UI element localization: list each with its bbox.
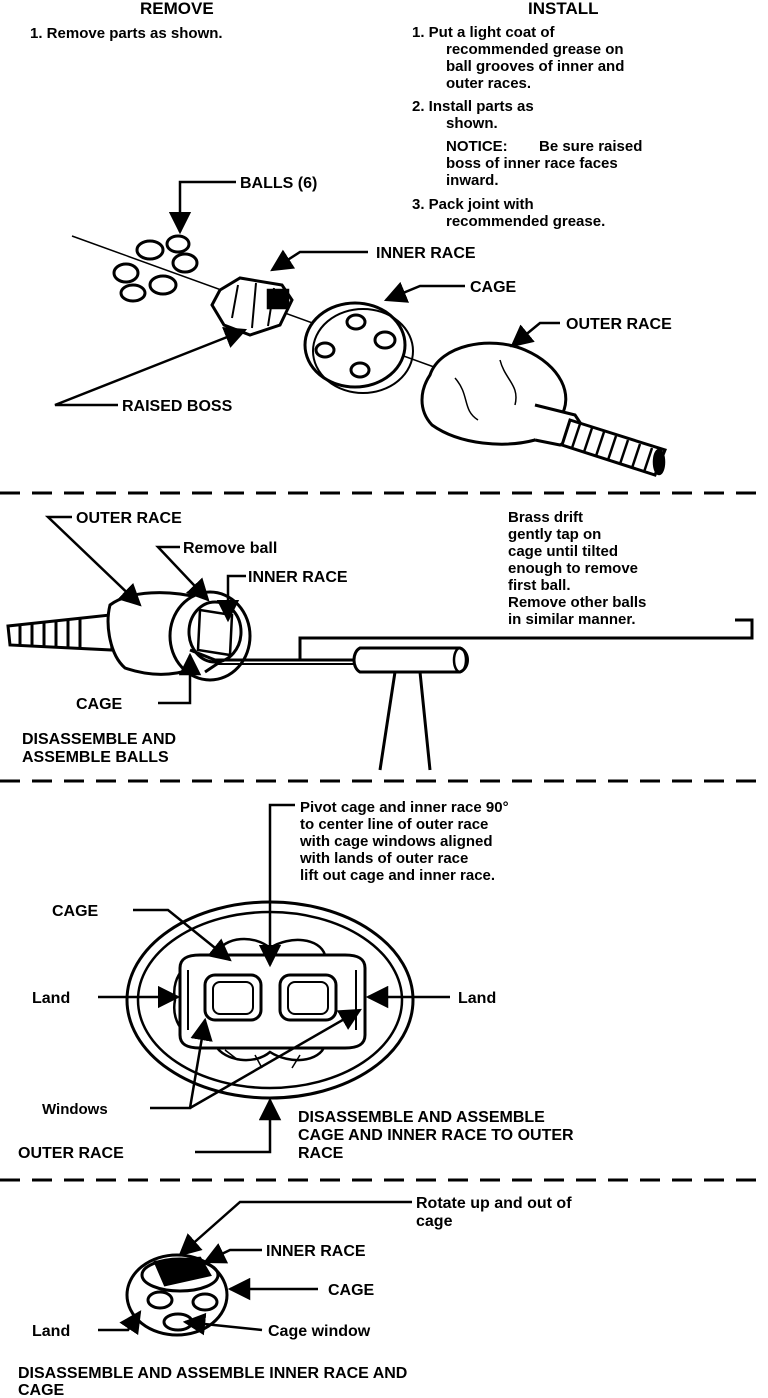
cage-illustration [303, 301, 414, 394]
section3-labels: Pivot cage and inner race 90° to center … [18, 799, 574, 1162]
cage-window [278, 973, 338, 1022]
inner-race-illustration [210, 276, 294, 337]
section3-caption-line-3: RACE [298, 1145, 344, 1162]
remove-step-1: 1. Remove parts as shown. [30, 25, 223, 42]
install-step-3-line-2: recommended grease. [446, 213, 605, 230]
section2-caption-line-1: DISASSEMBLE AND [22, 731, 176, 748]
pivot-note-line-2: to center line of outer race [300, 816, 488, 833]
section4-caption-line-2: CAGE [18, 1382, 65, 1398]
label-raised-boss: RAISED BOSS [122, 398, 233, 415]
install-column: INSTALL 1. Put a light coat of recommend… [412, 0, 642, 230]
pivot-note-line-5: lift out cage and inner race. [300, 867, 495, 884]
outer-race-illustration [420, 341, 667, 477]
section2-labels: OUTER RACE Remove ball INNER RACE CAGE B… [22, 509, 646, 766]
notice-line-3: inward. [446, 172, 499, 189]
label-windows: Windows [42, 1101, 108, 1118]
install-step-3-line-1: 3. Pack joint with [412, 196, 534, 213]
section1-labels: BALLS (6) INNER RACE CAGE OUTER RACE RAI… [122, 175, 672, 415]
label-inner-race-4: INNER RACE [266, 1243, 366, 1260]
install-step-1-line-1: 1. Put a light coat of [412, 24, 556, 41]
install-step-2-line-1: 2. Install parts as [412, 98, 534, 115]
notice-line-2: boss of inner race faces [446, 155, 618, 172]
pivot-note-line-3: with cage windows aligned [299, 833, 493, 850]
inner-race-cage-illustration [125, 1253, 229, 1337]
outer-race-end-view [125, 900, 415, 1100]
label-cage: CAGE [470, 279, 517, 296]
notice-line-1: Be sure raised [539, 138, 642, 155]
notice-keyword: NOTICE: [446, 138, 508, 155]
cage-window [203, 973, 263, 1022]
install-step-1-line-3: ball grooves of inner and [446, 58, 624, 75]
pivot-note-line-1: Pivot cage and inner race 90° [300, 799, 509, 816]
label-outer-race-3: OUTER RACE [18, 1145, 124, 1162]
label-cage-2: CAGE [76, 696, 123, 713]
brass-drift-note-line-7: in similar manner. [508, 611, 636, 628]
label-remove-ball: Remove ball [183, 540, 277, 557]
install-heading: INSTALL [528, 0, 599, 18]
section4-labels: Rotate up and out of cage INNER RACE CAG… [18, 1195, 572, 1398]
label-land-4: Land [32, 1323, 70, 1340]
pivot-note-line-4: with lands of outer race [299, 850, 468, 867]
label-outer-race: OUTER RACE [566, 316, 672, 333]
label-outer-race-2: OUTER RACE [76, 510, 182, 527]
brass-drift-note-line-4: enough to remove [508, 560, 638, 577]
brass-drift-note-line-5: first ball. [508, 577, 571, 594]
label-balls: BALLS (6) [240, 175, 317, 192]
rotate-note-line-1: Rotate up and out of [416, 1195, 572, 1212]
install-step-1-line-4: outer races. [446, 75, 531, 92]
remove-column: REMOVE 1. Remove parts as shown. [30, 0, 223, 42]
section3-leaders [98, 803, 450, 1154]
label-cage-window: Cage window [268, 1323, 371, 1340]
label-cage-3: CAGE [52, 903, 99, 920]
exploded-view [71, 234, 667, 477]
install-step-2-line-2: shown. [446, 115, 498, 132]
section4-caption-line-1: DISASSEMBLE AND ASSEMBLE INNER RACE AND [18, 1365, 407, 1382]
label-inner-race-2: INNER RACE [248, 569, 348, 586]
section3-caption-line-2: CAGE AND INNER RACE TO OUTER [298, 1127, 574, 1144]
label-cage-4: CAGE [328, 1282, 375, 1299]
section4-leaders [98, 1200, 412, 1336]
section3-caption-line-1: DISASSEMBLE AND ASSEMBLE [298, 1109, 545, 1126]
section1-leaders [54, 180, 560, 407]
label-inner-race: INNER RACE [376, 245, 476, 262]
label-land-right: Land [458, 990, 496, 1007]
rotate-note-line-2: cage [416, 1213, 453, 1230]
brass-drift-note-line-2: gently tap on [508, 526, 601, 543]
brass-drift-note-line-1: Brass drift [508, 509, 583, 526]
brass-drift-note-line-3: cage until tilted [508, 543, 618, 560]
brass-drift-note-line-6: Remove other balls [508, 594, 646, 611]
balls-illustration [112, 234, 199, 303]
section2-caption-line-2: ASSEMBLE BALLS [22, 749, 169, 766]
section2-leaders [44, 515, 754, 705]
label-land-left: Land [32, 990, 70, 1007]
remove-heading: REMOVE [140, 0, 214, 18]
install-step-1-line-2: recommended grease on [446, 41, 624, 58]
